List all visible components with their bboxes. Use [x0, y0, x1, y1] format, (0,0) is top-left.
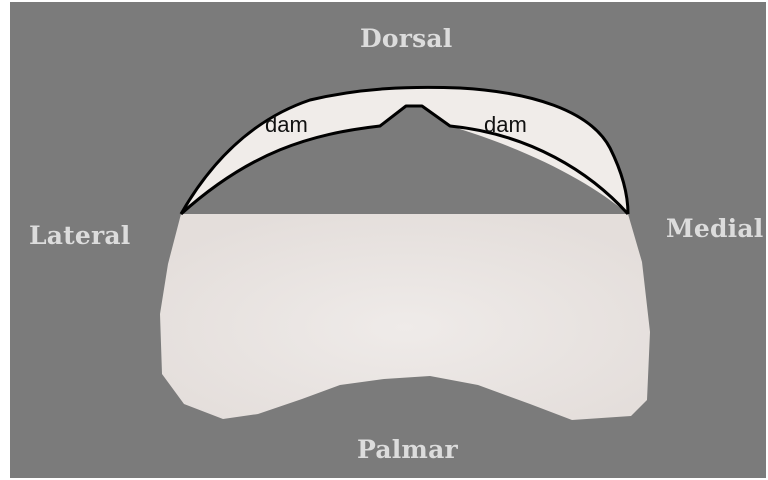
- lateral-label: Lateral: [29, 221, 131, 250]
- diagram-panel: dam dam Dorsal Lateral Medial Palmar: [10, 2, 766, 478]
- dam-label-left: dam: [265, 112, 308, 137]
- specimen-body: [160, 214, 650, 420]
- dam-label-right: dam: [484, 112, 527, 137]
- dorsal-label: Dorsal: [360, 24, 453, 53]
- medial-label: Medial: [666, 214, 763, 243]
- palmar-label: Palmar: [357, 435, 458, 464]
